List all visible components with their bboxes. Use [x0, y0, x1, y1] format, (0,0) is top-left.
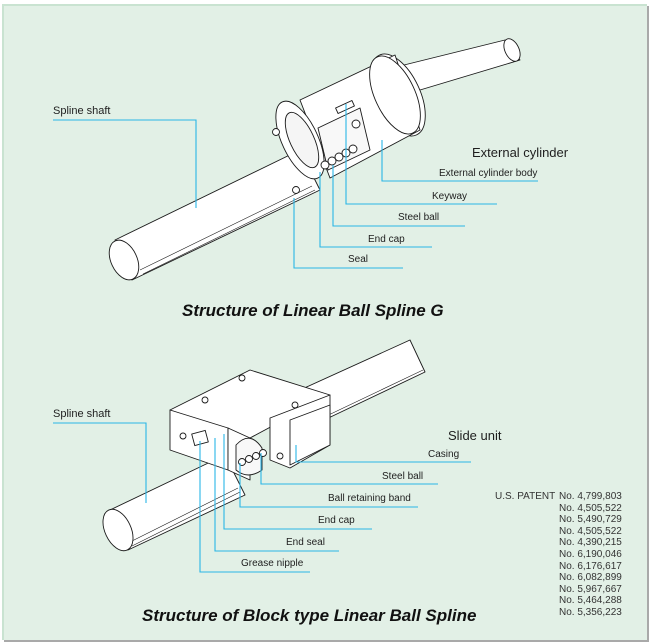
- patent-number: No. 4,505,522: [559, 525, 622, 537]
- patent-number: No. 6,190,046: [559, 548, 622, 560]
- leader-keyway: [345, 104, 497, 205]
- label-ball-retaining-band: Ball retaining band: [328, 493, 411, 504]
- patent-number: No. 4,799,803: [559, 491, 622, 502]
- label-casing: Casing: [428, 449, 460, 460]
- leader-seal: [293, 198, 403, 269]
- patent-number: No. 5,464,288: [559, 595, 622, 607]
- patent-number: No. 4,390,215: [559, 537, 622, 549]
- patent-label: U.S. PATENT: [495, 491, 556, 502]
- label-grease-nipple: Grease nipple: [241, 558, 304, 569]
- label-end-cap-2: End cap: [318, 515, 355, 526]
- leader-external-cylinder-body: [381, 140, 538, 182]
- leader-steel-ball-2: [260, 453, 438, 485]
- fig2-spline-shaft: [102, 339, 426, 552]
- label-steel-ball-2: Steel ball: [382, 471, 424, 482]
- label-slide-unit: Slide unit: [448, 428, 502, 443]
- leader-fig2-spline-shaft: [53, 422, 147, 503]
- figure1-title: Structure of Linear Ball Spline G: [182, 301, 444, 320]
- figure2-title: Structure of Block type Linear Ball Spli…: [142, 606, 477, 625]
- patent-number: No. 5,967,667: [559, 583, 622, 595]
- label-steel-ball: Steel ball: [398, 212, 440, 223]
- leader-grease-nipple: [199, 441, 310, 573]
- fig1-external-cylinder: [272, 53, 426, 194]
- fig1-spline-shaft: [108, 38, 521, 281]
- leader-lines: [53, 104, 538, 573]
- label-keyway: Keyway: [432, 191, 468, 202]
- leader-end-seal: [214, 438, 339, 552]
- label-fig1-spline-shaft: Spline shaft: [53, 105, 111, 117]
- fig2-slide-unit: [169, 369, 331, 481]
- patent-number: No. 4,505,522: [559, 502, 622, 514]
- patent-number: No. 5,490,729: [559, 514, 622, 526]
- leader-end-cap-2: [223, 434, 372, 530]
- label-external-cylinder-body: External cylinder body: [439, 168, 538, 179]
- patent-number: No. 6,082,899: [559, 572, 622, 584]
- label-fig2-spline-shaft: Spline shaft: [53, 408, 111, 420]
- label-end-cap: End cap: [368, 234, 405, 245]
- label-external-cylinder: External cylinder: [472, 145, 569, 160]
- patent-numbers: No. 4,799,803 No. 4,505,522 No. 5,490,72…: [559, 491, 622, 619]
- patent-number: No. 5,356,223: [559, 606, 622, 618]
- label-end-seal: End seal: [286, 537, 325, 548]
- leader-end-cap: [319, 172, 432, 248]
- leader-ball-retaining-band: [239, 463, 418, 508]
- leader-casing: [295, 445, 471, 463]
- label-seal: Seal: [348, 254, 369, 265]
- patent-number: No. 6,176,617: [559, 560, 622, 572]
- leader-steel-ball: [332, 165, 465, 227]
- leader-fig1-spline-shaft: [53, 119, 197, 208]
